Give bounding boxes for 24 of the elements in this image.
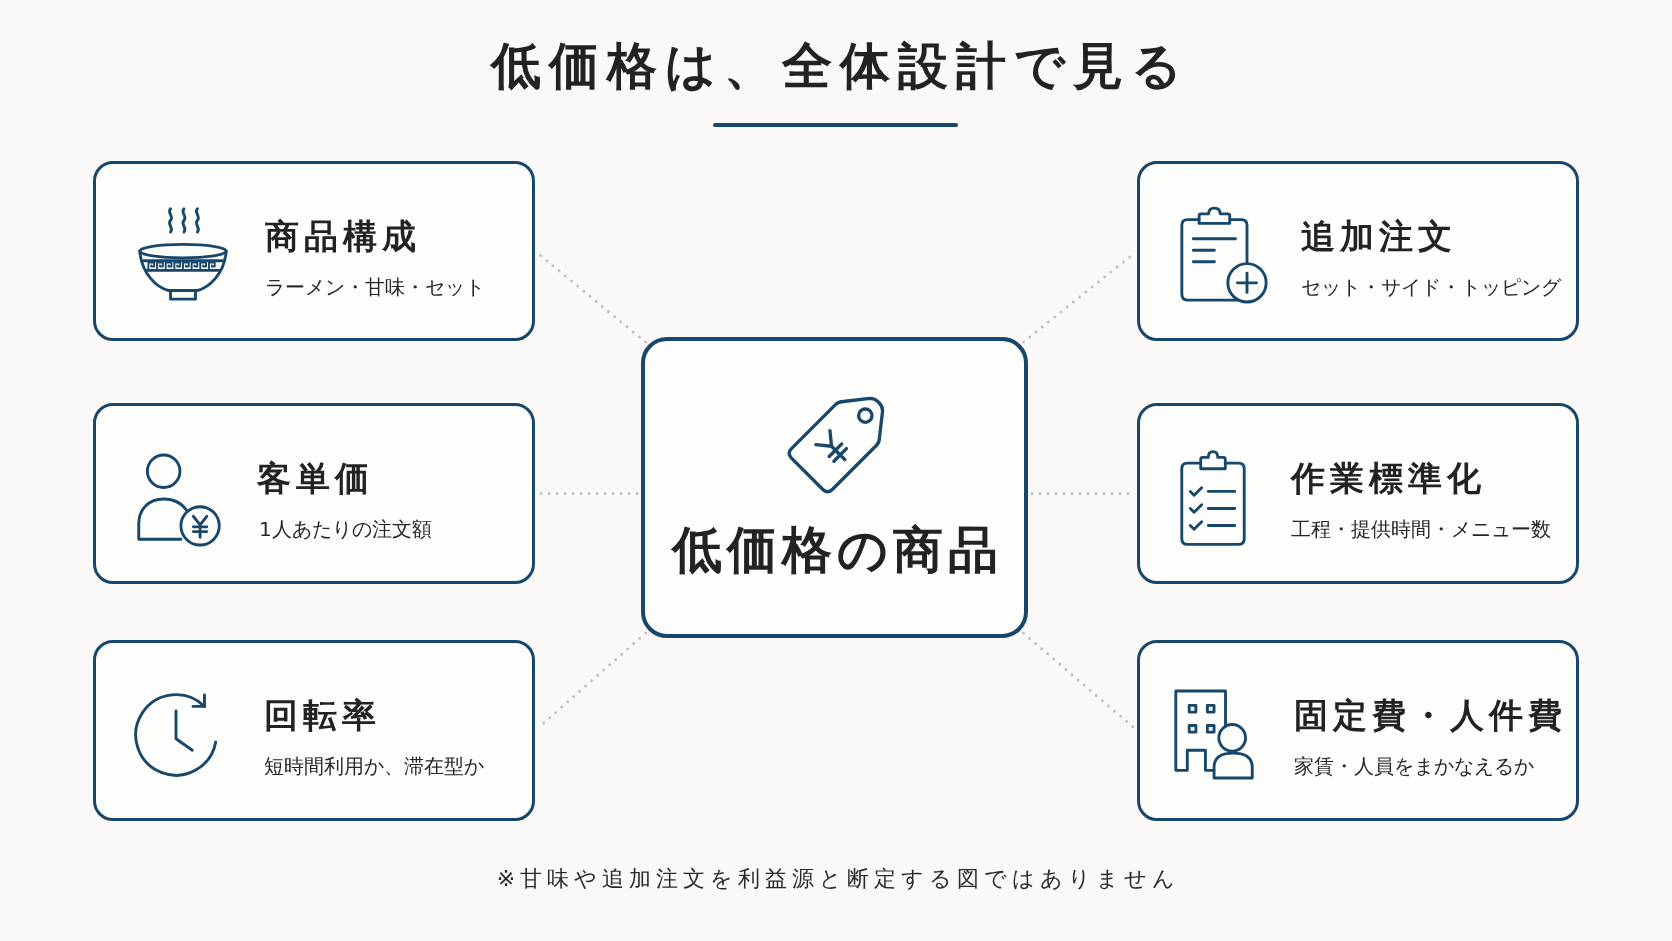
connector-line — [1021, 631, 1136, 730]
topic-card — [1137, 640, 1579, 821]
connector-line — [536, 252, 647, 344]
card-title: 固定費・人件費 — [1294, 695, 1567, 735]
card-description: 家賃・人員をまかなえるか — [1294, 753, 1534, 779]
footnote: ※甘味や追加注文を利益源と断定する図ではありません — [495, 865, 1181, 893]
card-title: 回転率 — [264, 695, 381, 735]
card-description: ラーメン・甘味・セット — [265, 274, 485, 300]
card-description: セット・サイド・トッピング — [1301, 274, 1561, 300]
topic-card — [1137, 161, 1579, 341]
topic-card — [93, 161, 535, 341]
topic-card — [93, 640, 535, 821]
card-description: 工程・提供時間・メニュー数 — [1291, 516, 1551, 542]
card-title: 作業標準化 — [1291, 458, 1486, 498]
card-description: 短時間利用か、滞在型か — [264, 753, 484, 779]
card-title: 商品構成 — [265, 216, 421, 256]
topic-card — [1137, 403, 1579, 584]
card-title: 客単価 — [257, 458, 374, 498]
card-title: 追加注文 — [1301, 216, 1457, 256]
diagram-title: 低価格は、全体設計で見る — [489, 36, 1190, 96]
card-title: 低価格の商品 — [670, 520, 1003, 580]
product-card — [641, 337, 1028, 638]
card-description: 1人あたりの注文額 — [259, 516, 432, 542]
topic-card — [93, 403, 535, 584]
